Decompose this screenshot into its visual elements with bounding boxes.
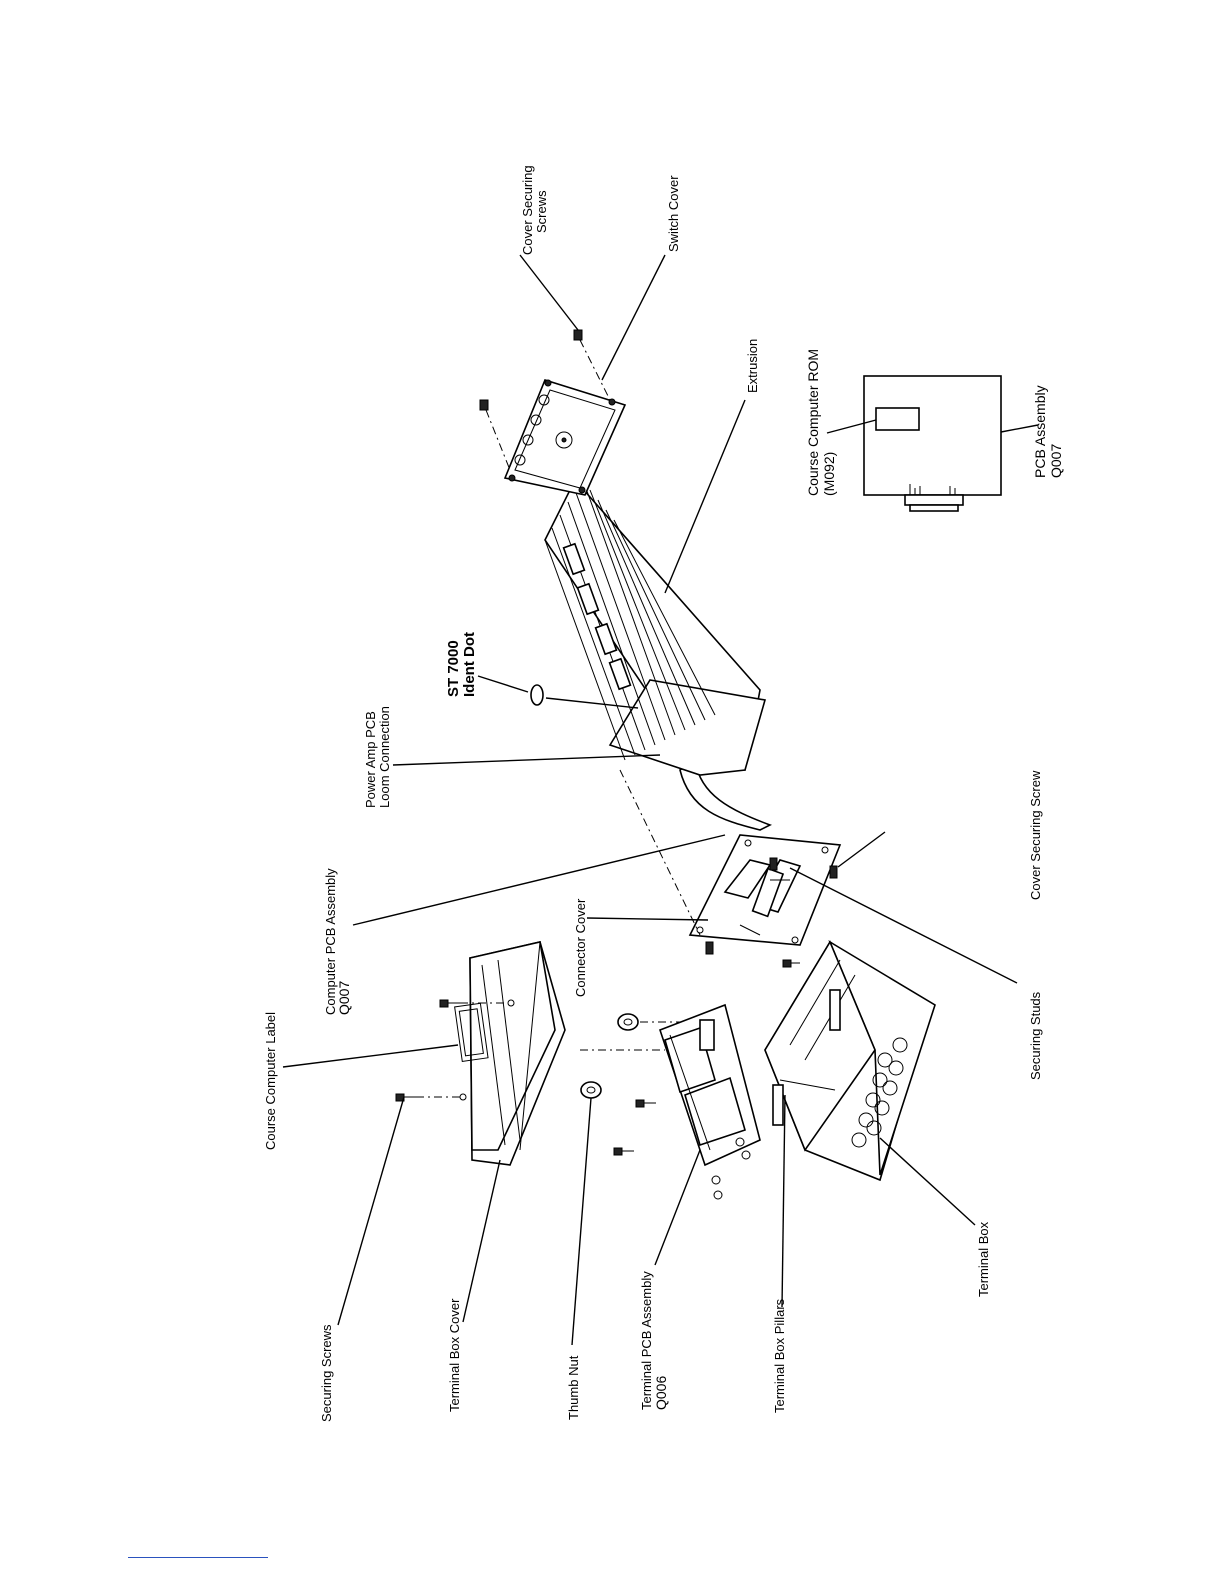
label-connector-cover: Connector Cover [573, 898, 588, 997]
label-terminal-box-cover: Terminal Box Cover [447, 1298, 462, 1412]
label-course-rom-line2: (M092) [821, 452, 837, 496]
label-terminal-box: Terminal Box [976, 1221, 991, 1297]
course-computer-rom-chip [875, 407, 920, 431]
label-switch-cover: Switch Cover [666, 175, 681, 252]
terminal-pcb-assembly [613, 1003, 761, 1200]
pcb-assembly-inset [863, 375, 1002, 512]
ident-dot [530, 684, 544, 706]
label-terminal-pcb-line1: Terminal PCB Assembly [639, 1271, 654, 1410]
label-pcb-assembly-line2: Q007 [1048, 444, 1064, 478]
label-computer-pcb-line1: Computer PCB Assembly [323, 868, 338, 1015]
label-cover-securing-screws-line2: Screws [534, 190, 549, 233]
label-extrusion: Extrusion [745, 339, 760, 393]
securing-screw-icon [395, 999, 505, 1102]
leader-lines [282, 254, 1039, 1346]
heatsink-fins [544, 479, 716, 761]
label-pcb-assembly-line1: PCB Assembly [1032, 385, 1048, 478]
switch-cover [479, 329, 627, 496]
label-thumb-nut: Thumb Nut [566, 1355, 581, 1420]
label-computer-pcb-line2: Q007 [336, 981, 352, 1015]
label-power-amp-line2: Loom Connection [377, 706, 392, 808]
label-cover-securing-screws-line1: Cover Securing [520, 165, 535, 255]
label-securing-studs: Securing Studs [1028, 991, 1043, 1080]
label-course-computer-label: Course Computer Label [263, 1012, 278, 1150]
label-course-rom-line1: Course Computer ROM [805, 349, 821, 496]
terminal-box-cover [454, 941, 566, 1166]
extrusion-heatsink [530, 478, 767, 936]
footer-rule [128, 1557, 268, 1558]
label-st7000-line2: Ident Dot [461, 632, 478, 697]
terminal-box-grommets [851, 1037, 908, 1148]
label-power-amp-line1: Power Amp PCB [363, 711, 378, 808]
label-securing-screws: Securing Screws [319, 1324, 334, 1422]
terminal-box [764, 940, 936, 1182]
labels: Course Computer Label Securing Screws Te… [263, 165, 1064, 1422]
connector-cover [688, 834, 842, 955]
label-terminal-box-pillars: Terminal Box Pillars [772, 1298, 787, 1413]
label-terminal-pcb-line2: Q006 [653, 1376, 669, 1410]
label-cover-securing-screw: Cover Securing Screw [1028, 770, 1043, 900]
label-st7000-line1: ST 7000 [445, 640, 462, 697]
